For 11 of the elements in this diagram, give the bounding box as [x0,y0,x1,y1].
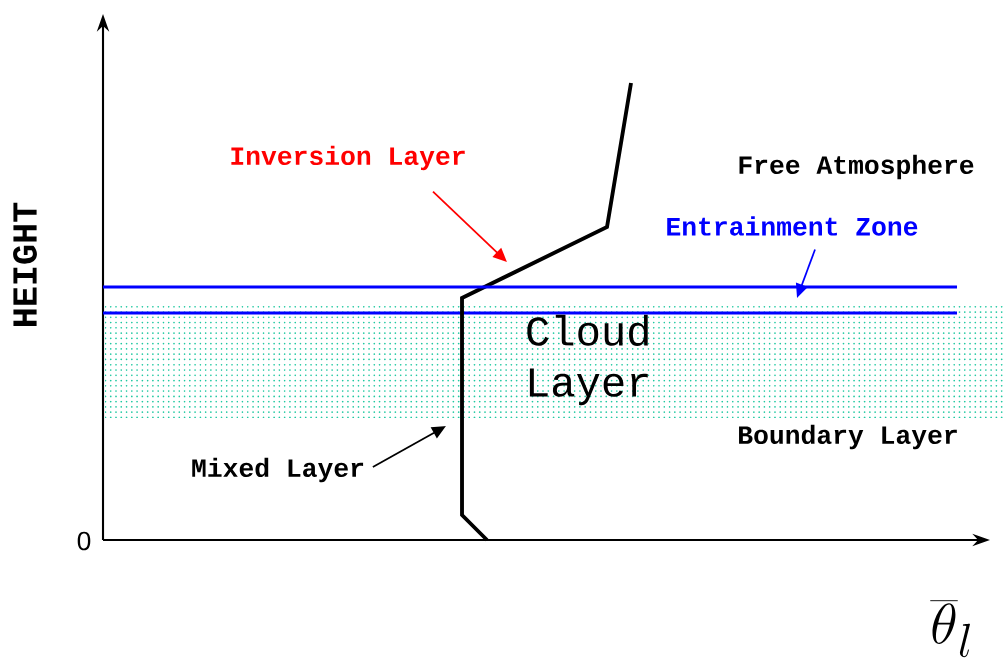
region-label: Cloud Layer [527,314,648,406]
boundary-line [103,285,957,289]
leader-arrow [432,190,507,262]
callout-label: Mixed Layer [192,457,364,483]
axis-title: $\overline{\theta}_{l}$ [930,600,970,658]
callout-label: Entrainment Zone [667,216,918,236]
tick-label: 0 [77,531,91,551]
callout-label: Inversion Layer [231,145,465,171]
region-label: Free Atmosphere [739,154,974,180]
axis-title: HEIGHT [13,202,37,326]
region-label: Boundary Layer [739,424,957,450]
